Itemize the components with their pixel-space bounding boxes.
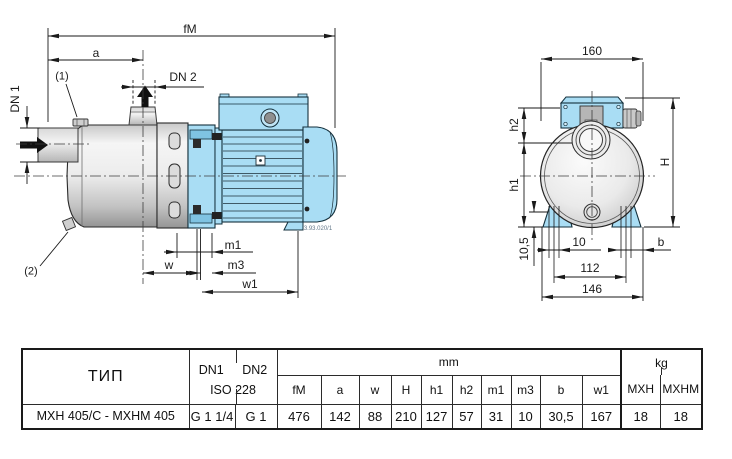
value-h: 210 bbox=[390, 403, 422, 430]
value-dn2: G 1 bbox=[234, 403, 278, 430]
dim-label-m3: m3 bbox=[227, 258, 245, 272]
dn1-header: DN1 bbox=[198, 362, 224, 377]
table-row: MXH 405/C - MXHM 405 G 1 1/4 G 1 476 142… bbox=[21, 403, 703, 430]
dn2-header: DN2 bbox=[242, 362, 268, 377]
value-dn1: G 1 1/4 bbox=[188, 403, 236, 430]
front-view-dimensions bbox=[518, 56, 680, 301]
value-a: 142 bbox=[320, 403, 360, 430]
pump-body bbox=[37, 106, 189, 232]
col-m3: m3 bbox=[510, 374, 541, 405]
side-view-dimensions bbox=[20, 28, 336, 298]
front-view bbox=[518, 56, 680, 301]
dim-label-fm: fM bbox=[183, 22, 197, 36]
side-view bbox=[14, 28, 346, 298]
dim-label-m1: m1 bbox=[224, 238, 242, 252]
technical-drawing bbox=[14, 28, 680, 301]
drawing-code: 3.93.020/1 bbox=[303, 226, 333, 232]
value-fm: 476 bbox=[276, 403, 322, 430]
callout-2: (2) bbox=[24, 265, 38, 278]
motor bbox=[187, 93, 338, 231]
suction-flow-arrow bbox=[20, 137, 48, 153]
column-header-dn-iso: DN1 DN2 ISO 228 bbox=[188, 348, 278, 405]
value-kg-mxh: 18 bbox=[620, 403, 661, 430]
col-a: a bbox=[320, 374, 360, 405]
dim-label-h: H bbox=[658, 157, 672, 167]
dim-label-dn1: DN 1 bbox=[8, 85, 22, 113]
value-kg-mxhm: 18 bbox=[659, 403, 703, 430]
callout-1: (1) bbox=[55, 70, 69, 83]
col-mxhm: MXHM bbox=[659, 375, 703, 405]
col-mxh: MXH bbox=[620, 375, 661, 405]
dim-label-h2: h2 bbox=[507, 118, 521, 132]
col-w: w bbox=[358, 374, 392, 405]
dimensions-table: ТИП DN1 DN2 ISO 228 mm kg fM a w H h1 h bbox=[21, 348, 703, 430]
dim-label-dn2: DN 2 bbox=[169, 70, 197, 84]
cable-gland-front bbox=[622, 108, 638, 129]
value-b: 30,5 bbox=[539, 403, 583, 430]
group-header-kg: kg bbox=[620, 348, 703, 375]
col-h1: h1 bbox=[420, 374, 453, 405]
value-w1: 167 bbox=[581, 403, 622, 430]
dim-label-10-5: 10,5 bbox=[517, 237, 531, 261]
column-header-type: ТИП bbox=[21, 348, 190, 405]
col-w1: w1 bbox=[581, 374, 622, 405]
dim-label-w: w bbox=[164, 258, 174, 272]
value-h2: 57 bbox=[451, 403, 482, 430]
col-h: H bbox=[390, 374, 422, 405]
iso-header: ISO 228 bbox=[210, 382, 256, 397]
dim-label-160: 160 bbox=[581, 44, 603, 58]
value-h1: 127 bbox=[420, 403, 453, 430]
col-h2: h2 bbox=[451, 374, 482, 405]
col-fm: fM bbox=[276, 374, 322, 405]
value-m1: 31 bbox=[480, 403, 512, 430]
dim-label-a: a bbox=[92, 46, 100, 60]
dim-label-h1: h1 bbox=[507, 178, 521, 192]
col-m1: m1 bbox=[480, 374, 512, 405]
discharge-flow-arrow bbox=[137, 85, 153, 107]
value-m3: 10 bbox=[510, 403, 541, 430]
pump-type: MXH 405/C - MXHM 405 bbox=[21, 403, 190, 430]
group-header-mm: mm bbox=[276, 348, 622, 376]
value-w: 88 bbox=[358, 403, 392, 430]
dim-label-10: 10 bbox=[572, 235, 586, 249]
col-b: b bbox=[539, 374, 583, 405]
dim-label-146: 146 bbox=[581, 282, 603, 296]
dim-label-w1: w1 bbox=[242, 277, 258, 291]
dim-label-b: b bbox=[657, 235, 665, 249]
dim-label-112: 112 bbox=[580, 261, 600, 275]
